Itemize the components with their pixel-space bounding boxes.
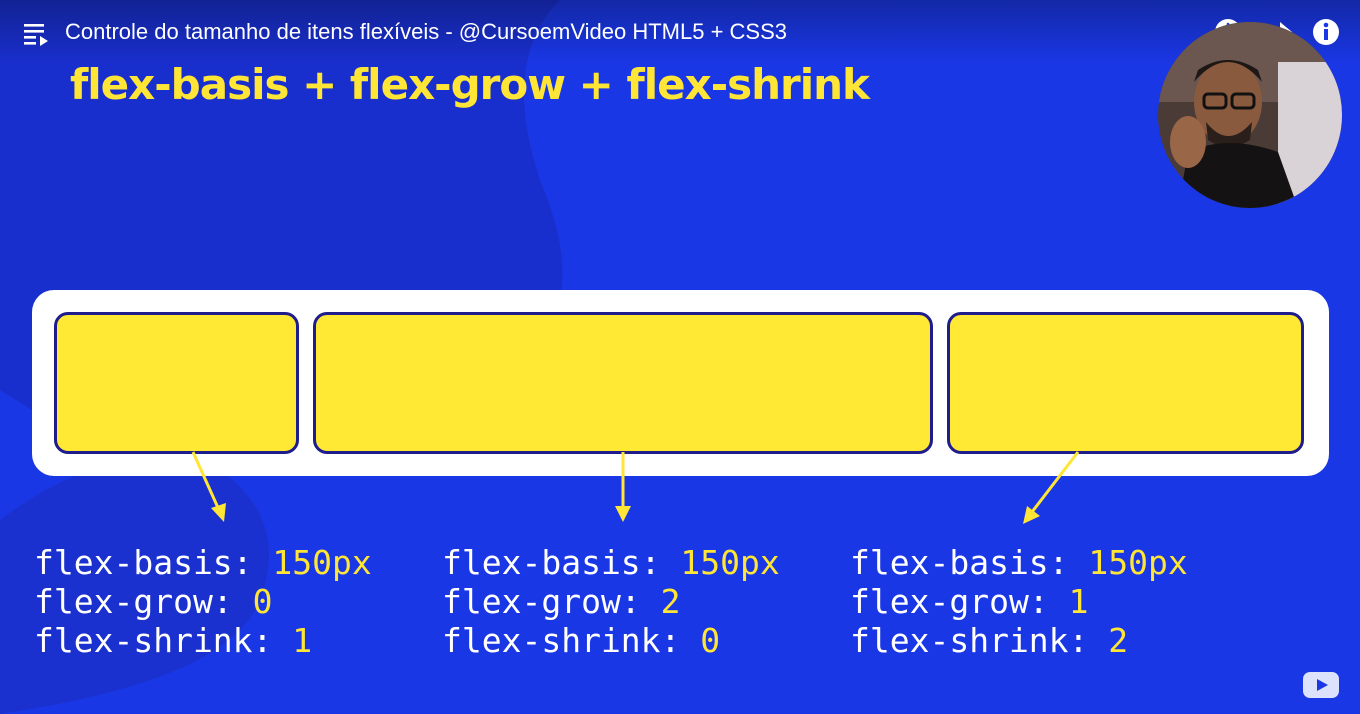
slide-heading: flex-basis + flex-grow + flex-shrink [70,60,870,109]
flex-grow-line: flex-grow: 1 [850,582,1089,621]
youtube-logo[interactable] [1303,672,1339,698]
flex-item-1 [54,312,299,454]
presenter-avatar [1158,22,1342,208]
flex-grow-line: flex-grow: 0 [34,582,273,621]
video-title[interactable]: Controle do tamanho de itens flexíveis -… [65,19,787,44]
info-icon[interactable] [1310,16,1342,48]
playlist-icon[interactable] [24,22,50,46]
flex-item-2 [313,312,933,454]
flex-shrink-line: flex-shrink: 1 [34,621,313,660]
player-top-bar [0,0,1360,64]
flex-basis-line: flex-basis: 150px [850,543,1188,582]
flex-shrink-line: flex-shrink: 2 [850,621,1129,660]
flex-item-3 [947,312,1304,454]
item-2-properties: flex-basis: 150px flex-grow: 2 flex-shri… [442,543,780,660]
flex-basis-line: flex-basis: 150px [442,543,780,582]
item-1-properties: flex-basis: 150px flex-grow: 0 flex-shri… [34,543,372,660]
flex-grow-line: flex-grow: 2 [442,582,681,621]
flex-basis-line: flex-basis: 150px [34,543,372,582]
item-3-properties: flex-basis: 150px flex-grow: 1 flex-shri… [850,543,1188,660]
flex-shrink-line: flex-shrink: 0 [442,621,721,660]
